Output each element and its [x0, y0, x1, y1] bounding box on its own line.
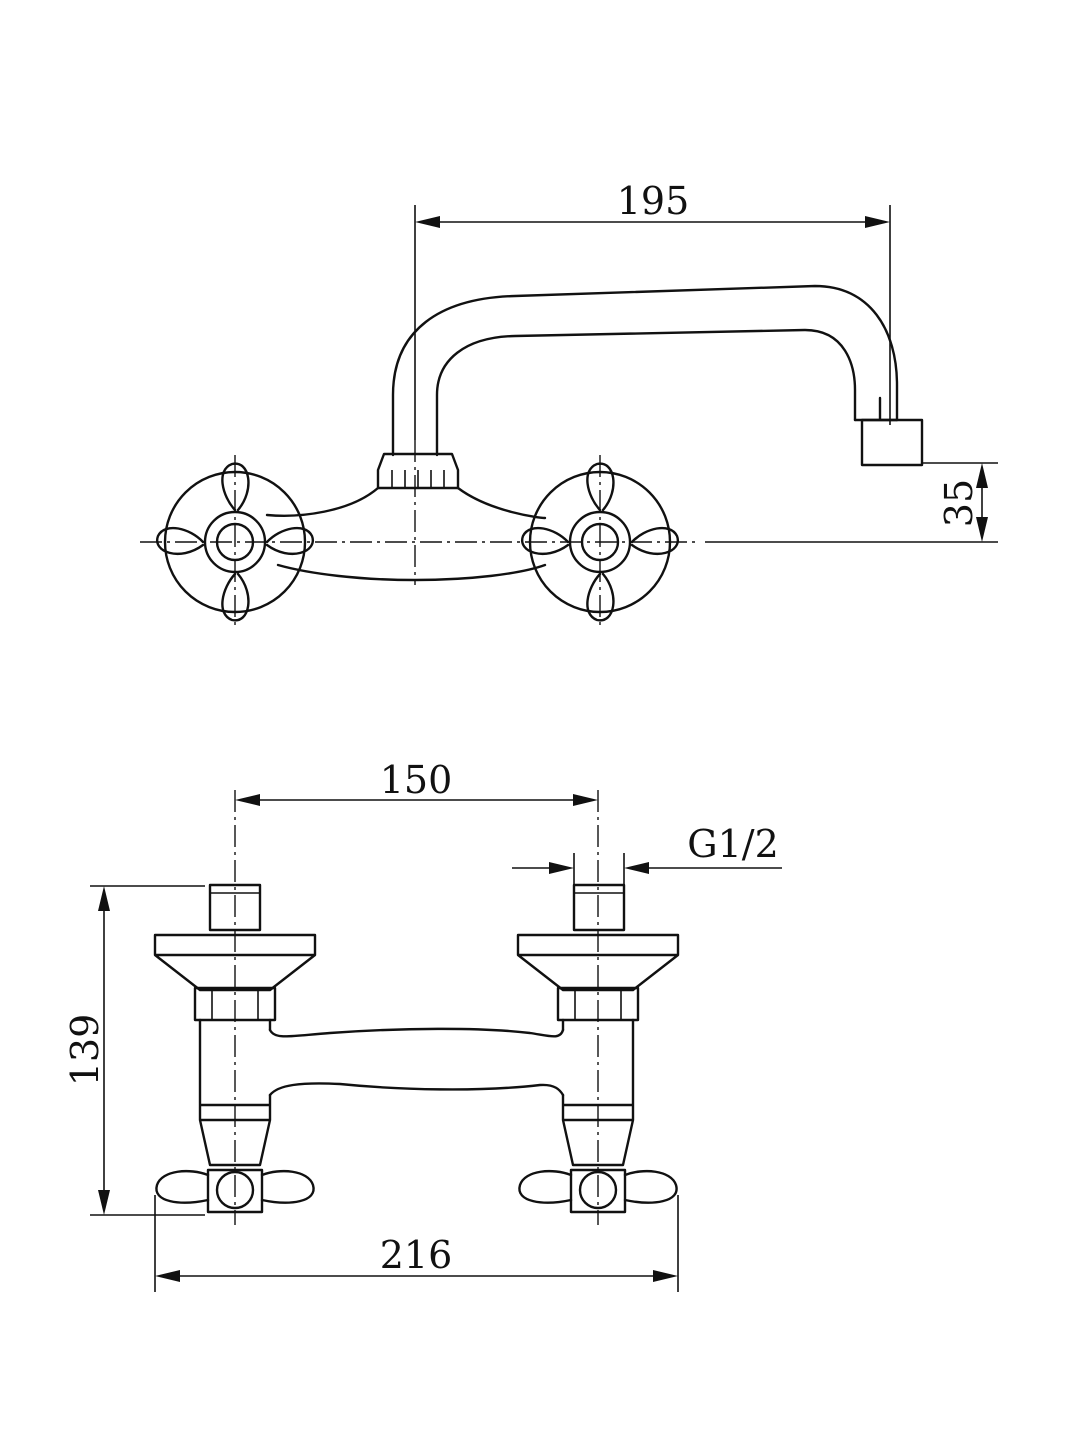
dim-150-arrow-right: [573, 794, 598, 806]
left-nut-facets: [211, 988, 259, 1020]
dim-216-extension-lines: [154, 1195, 679, 1292]
dim-195-extension-lines: [414, 205, 891, 440]
right-inlet-connector: [572, 883, 626, 932]
dim-g12-extension-lines: [573, 853, 625, 885]
spout-outer: [391, 284, 899, 457]
spout-nut-flutes: [391, 470, 445, 488]
dim-139-extension-lines: [90, 885, 205, 1216]
dim-139-arrow-bottom: [98, 1190, 110, 1215]
dim-150-arrow-left: [235, 794, 260, 806]
left-flange: [153, 933, 317, 992]
dim-center-distance-label: 150: [380, 758, 453, 802]
spout-inner: [435, 328, 857, 457]
right-flange: [516, 933, 680, 992]
dim-total-height-label: 139: [63, 1014, 107, 1087]
dim-35-arrow-bottom: [976, 517, 988, 542]
dim-spout-reach-label: 195: [617, 179, 690, 223]
dim-195-arrow-left: [415, 216, 440, 228]
dim-35-extension-lines: [705, 462, 998, 543]
dim-g12-arrow-right: [624, 862, 649, 874]
dim-35-arrow-top: [976, 463, 988, 488]
top-view-valve-centerlines: [234, 455, 601, 630]
top-view: 195 35: [140, 179, 998, 630]
dim-195-arrow-right: [865, 216, 890, 228]
dim-g12-arrow-left: [549, 862, 574, 874]
dim-thread-size-label: G1/2: [687, 822, 779, 866]
dim-216-arrow-left: [155, 1270, 180, 1282]
dim-spout-height-label: 35: [937, 479, 981, 527]
valve-body: [265, 486, 547, 582]
right-nut-facets: [574, 988, 622, 1020]
connecting-body: [268, 1027, 565, 1097]
dim-139-arrow-top: [98, 886, 110, 911]
left-body-column: [198, 1018, 272, 1167]
right-body-column: [561, 1018, 635, 1167]
front-view: 150 G1/2 139 216: [63, 758, 782, 1292]
spout-aerator: [860, 418, 924, 467]
dim-216-arrow-right: [653, 1270, 678, 1282]
left-handle-front: [155, 1168, 315, 1214]
right-handle-front: [518, 1168, 678, 1214]
dim-total-width-label: 216: [380, 1233, 453, 1277]
